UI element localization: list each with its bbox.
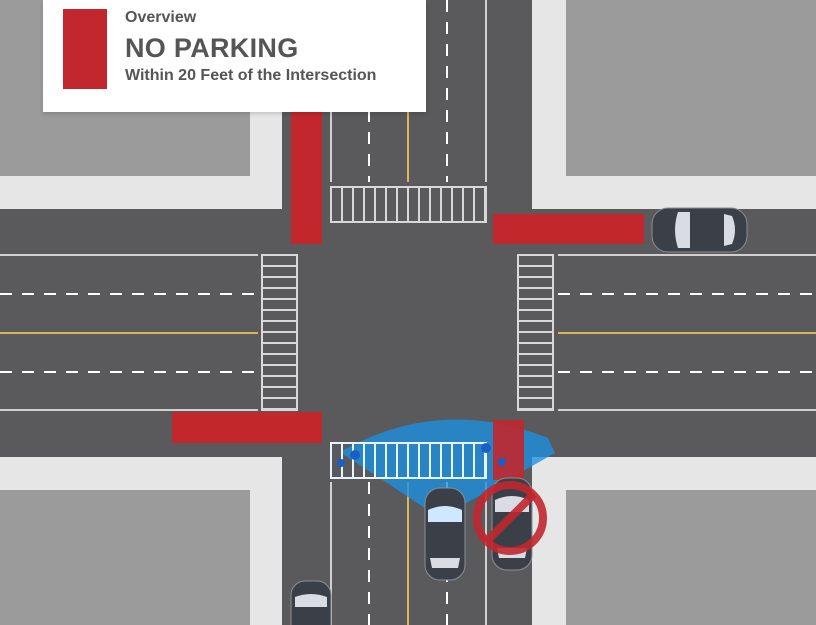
block-bottom-left bbox=[0, 457, 282, 625]
pedestrian-left bbox=[337, 450, 360, 467]
crosswalk-south-overlay bbox=[330, 442, 487, 479]
no-parking-zone-south-right bbox=[493, 420, 524, 480]
card-kicker: Overview bbox=[125, 9, 197, 26]
no-parking-zone-north-left bbox=[291, 112, 322, 244]
card-title: NO PARKING bbox=[125, 33, 299, 63]
no-parking-zone-east-top bbox=[493, 214, 644, 244]
lane-markings-west bbox=[0, 254, 258, 411]
lane-markings-east bbox=[558, 254, 816, 411]
crosswalk-east bbox=[517, 254, 554, 411]
no-parking-zone-west-bottom bbox=[172, 412, 322, 443]
info-card: Overview NO PARKING Within 20 Feet of th… bbox=[43, 0, 426, 112]
crosswalk-west bbox=[261, 254, 298, 411]
crosswalk-north bbox=[330, 186, 487, 223]
pedestrian-right bbox=[481, 443, 506, 466]
block-bottom-right bbox=[532, 457, 816, 625]
car-east-parked bbox=[651, 207, 748, 253]
prohibited-circle-slash-icon bbox=[473, 481, 547, 555]
car-south-waiting bbox=[424, 487, 466, 581]
card-subtitle: Within 20 Feet of the Intersection bbox=[125, 67, 377, 84]
crosswalk-south-lit bbox=[330, 442, 487, 479]
car-south-bottom bbox=[290, 580, 332, 625]
block-top-right bbox=[532, 0, 816, 209]
no-parking-color-swatch bbox=[63, 9, 107, 89]
